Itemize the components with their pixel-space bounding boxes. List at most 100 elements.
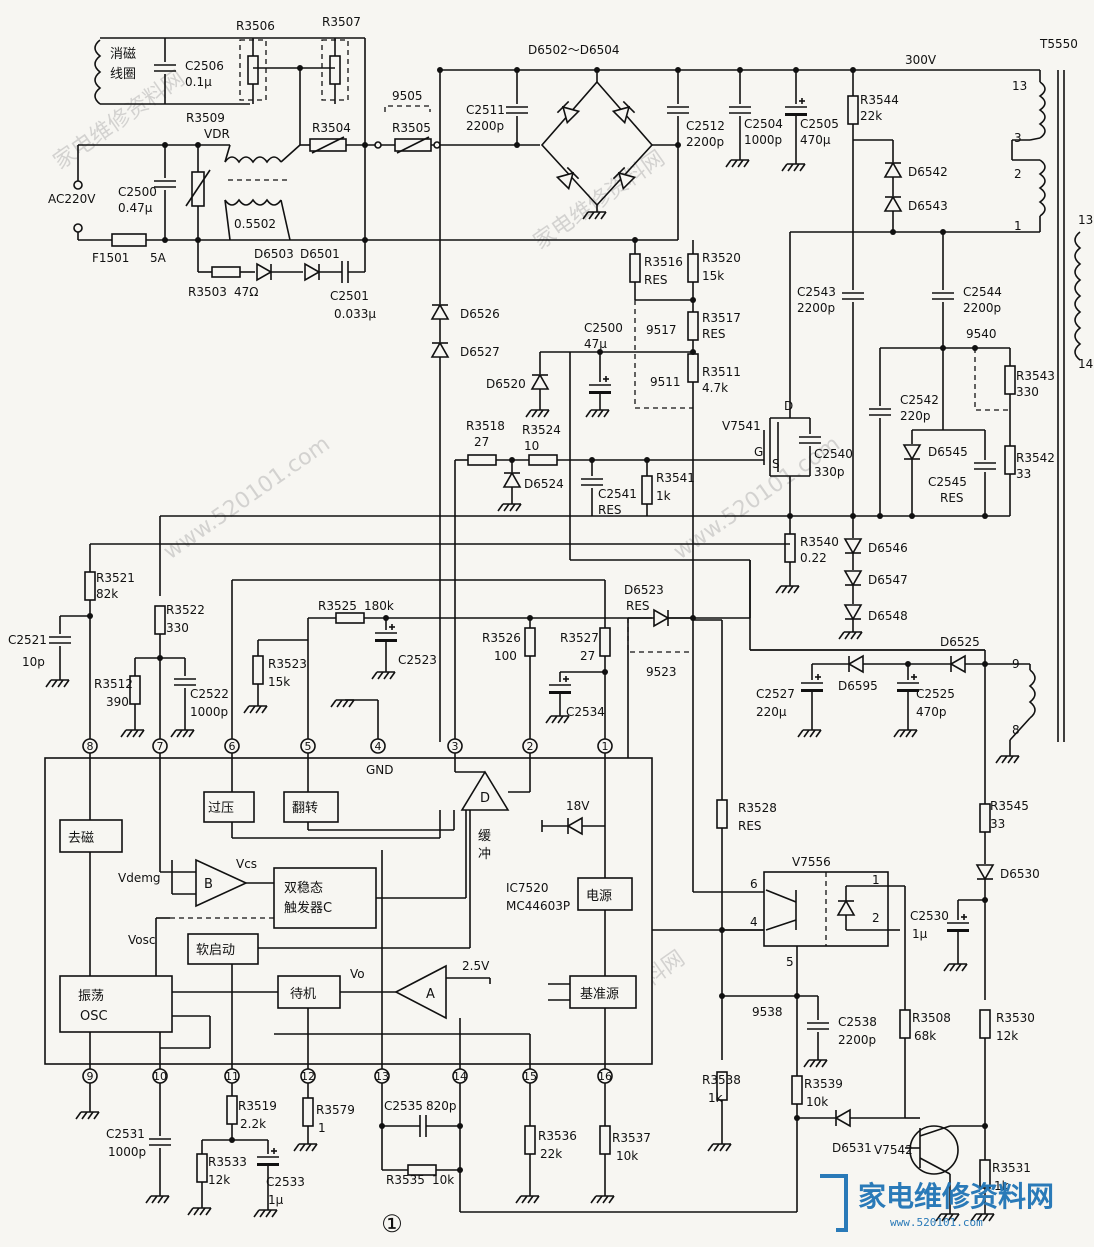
c2505-label: C2505 — [800, 117, 839, 131]
opto-pin-2: 2 — [872, 911, 880, 925]
r3545-value: 33 — [990, 817, 1005, 831]
r3518-label: R3518 — [466, 419, 505, 433]
ac-input-label: AC220V — [48, 192, 96, 206]
r3503-value: 47Ω — [234, 285, 258, 299]
r3511-value: 4.7k — [702, 381, 728, 395]
r3542-value: 33 — [1016, 467, 1031, 481]
c2531-label: C2531 — [106, 1127, 145, 1141]
block-demag-label: 去磁 — [68, 831, 94, 846]
r3533-label: R3533 — [208, 1155, 247, 1169]
c2540-label: C2540 — [814, 447, 853, 461]
c2527-label: C2527 — [756, 687, 795, 701]
r3545-label: R3545 — [990, 799, 1029, 813]
tx-pin-1: 1 — [1014, 219, 1022, 233]
c2527-value: 220μ — [756, 705, 787, 719]
c2545-value: RES — [940, 491, 964, 505]
c2505-value: 470μ — [800, 133, 831, 147]
r3508-value: 68k — [914, 1029, 936, 1043]
c2535-value: 820p — [426, 1099, 457, 1113]
r3521-label: R3521 — [96, 571, 135, 585]
c2500-label: C2500 — [118, 185, 157, 199]
degauss-coil — [94, 39, 102, 105]
block-reference-label: 基准源 — [580, 987, 619, 1002]
ic-pin-12: 12 — [301, 1070, 315, 1083]
r3538-value: 1k — [708, 1091, 723, 1105]
bus-300v-label: 300V — [905, 53, 937, 67]
block-flip-label: 翻转 — [292, 801, 318, 816]
c2544-value: 2200p — [963, 301, 1001, 315]
r3520-label: R3520 — [702, 251, 741, 265]
f1501-label: F1501 — [92, 251, 129, 265]
ic-name-label: IC7520 — [506, 881, 548, 895]
block-amp-a — [394, 964, 447, 1020]
r3522-value: 330 — [166, 621, 189, 635]
d6530-label: D6530 — [1000, 867, 1040, 881]
figure-number: ① — [381, 1210, 403, 1238]
opto-pin-1: 1 — [872, 873, 880, 887]
d6526-d6527: D6526 D6527 — [431, 67, 500, 742]
ic-pin-13: 13 — [375, 1070, 389, 1083]
r3512-label: R3512 — [94, 677, 133, 691]
block-oscillator — [59, 975, 173, 1033]
r3516-label: R3516 — [644, 255, 683, 269]
opto-pin-5: 6 — [750, 877, 758, 891]
d6501-label: D6501 — [300, 247, 340, 261]
c2511-label: C2511 — [466, 103, 505, 117]
d6546-label: D6546 — [868, 541, 908, 555]
d6520-label: D6520 — [486, 377, 526, 391]
ic-pin-10: 10 — [153, 1070, 167, 1083]
d6523-value: RES — [626, 599, 650, 613]
d6542-label: D6542 — [908, 165, 948, 179]
r3537-label: R3537 — [612, 1131, 651, 1145]
c2525-value: 470p — [916, 705, 947, 719]
tx-pin-13: 13 — [1078, 213, 1093, 227]
degauss-label-2: 线圈 — [110, 67, 136, 82]
r3544-label: R3544 — [860, 93, 899, 107]
block-standby-label: 待机 — [290, 987, 316, 1002]
transformer-label: T5550 — [1039, 37, 1078, 51]
r3540-value: 0.22 — [800, 551, 827, 565]
r3539-label: R3539 — [804, 1077, 843, 1091]
f1501-value: 5A — [150, 251, 167, 265]
block-softstart — [187, 933, 259, 965]
block-bistable-label: 双稳态 — [284, 880, 323, 896]
block-buffer-label-2: 冲 — [478, 847, 491, 862]
d6526-label: D6526 — [460, 307, 500, 321]
r3540-label: R3540 — [800, 535, 839, 549]
c2501-value: 0.033μ — [334, 307, 376, 321]
v7541-drain-label: D — [784, 399, 793, 413]
r3526-value: 100 — [494, 649, 517, 663]
block-driver-d — [460, 770, 510, 811]
ic-pin-1: 1 — [602, 740, 609, 753]
c2501-label: C2501 — [330, 289, 369, 303]
r3521-value: 82k — [96, 587, 118, 601]
c2525-label: C2525 — [916, 687, 955, 701]
d6524-label: D6524 — [524, 477, 564, 491]
block-flip — [283, 791, 339, 823]
r3518-value: 27 — [474, 435, 489, 449]
block-power-label: 电源 — [586, 889, 612, 904]
r3504-label: R3504 — [312, 121, 351, 135]
r3537-value: 10k — [616, 1149, 638, 1163]
block-amp-b-label: B — [204, 877, 213, 892]
c2545-label: C2545 — [928, 475, 967, 489]
ic-bottom-networks: C2531 1000p R3519 2.2k R3533 12k C2533 1… — [75, 1083, 798, 1238]
c2531-value: 1000p — [108, 1145, 146, 1159]
r3519-label: R3519 — [238, 1099, 277, 1113]
tx-pin-2: 2 — [1014, 167, 1022, 181]
r3541-value: 1k — [656, 489, 671, 503]
d6527-label: D6527 — [460, 345, 500, 359]
d6525-label: D6525 — [940, 635, 980, 649]
c2544-label: C2544 — [963, 285, 1002, 299]
startup-divider: R3516 RES R3520 15k R3517 RES R3511 4.7k… — [486, 237, 985, 651]
r3527-value: 27 — [580, 649, 595, 663]
d6595-label: D6595 — [838, 679, 878, 693]
jumper-9511-label: 9511 — [650, 375, 681, 389]
v7541-gate-label: G — [754, 445, 763, 459]
d6503-label: D6503 — [254, 247, 294, 261]
signal-vcs-label: Vcs — [236, 857, 257, 871]
r3506-label: R3506 — [236, 19, 275, 33]
tx-pin-8: 8 — [1012, 723, 1020, 737]
ic-pin-14: 14 — [453, 1070, 467, 1083]
